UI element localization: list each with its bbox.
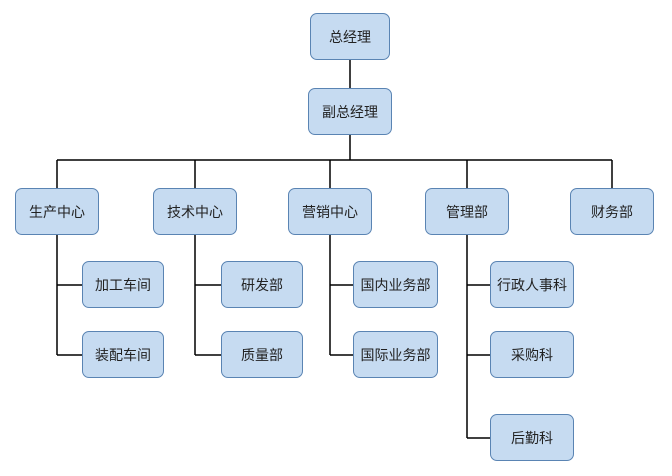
node-sub-purchasing: 采购科 — [490, 331, 574, 378]
node-dept-management: 管理部 — [425, 188, 509, 235]
node-sub-rnd: 研发部 — [221, 261, 303, 308]
node-sub-international: 国际业务部 — [353, 331, 438, 378]
node-dept-finance: 财务部 — [570, 188, 654, 235]
node-dept-marketing: 营销中心 — [288, 188, 372, 235]
node-dept-technology: 技术中心 — [153, 188, 237, 235]
node-sub-quality: 质量部 — [221, 331, 303, 378]
node-sub-assembly: 装配车间 — [82, 331, 164, 378]
node-sub-admin-hr: 行政人事科 — [490, 261, 574, 308]
node-sub-domestic: 国内业务部 — [353, 261, 438, 308]
node-sub-logistics: 后勤科 — [490, 414, 574, 461]
node-dept-production: 生产中心 — [15, 188, 99, 235]
node-ceo: 总经理 — [310, 13, 390, 60]
node-deputy-ceo: 副总经理 — [308, 88, 392, 135]
node-sub-machining: 加工车间 — [82, 261, 164, 308]
